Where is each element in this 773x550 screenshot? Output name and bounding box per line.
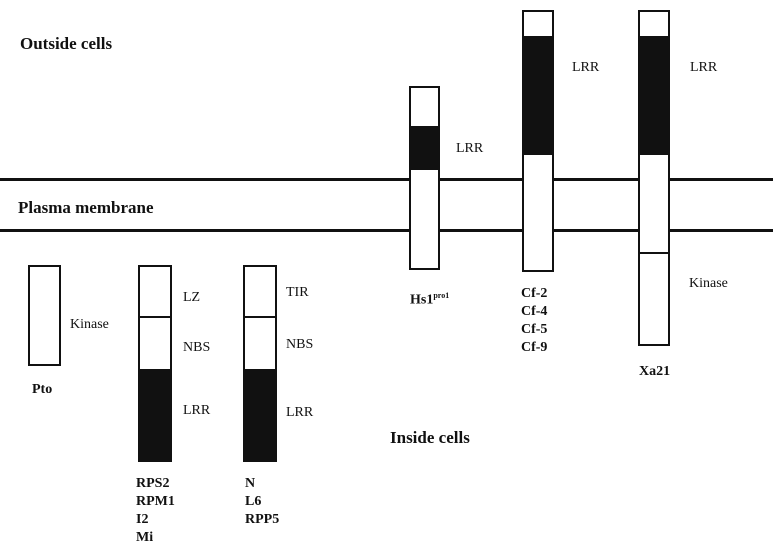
cf-protein-names: Cf-2 Cf-4 Cf-5 Cf-9	[521, 285, 547, 357]
rps2-protein-box	[138, 265, 172, 462]
hs1-name: Hs1pro1	[410, 287, 449, 310]
name-n: N	[245, 476, 256, 491]
name-mi: Mi	[136, 530, 154, 545]
cf-lrr-label: LRR	[572, 60, 600, 75]
rps2-lrr-label: LRR	[183, 403, 211, 418]
name-cf-4: Cf-4	[521, 304, 548, 319]
tir-nbs-divider	[245, 316, 275, 318]
plasma-membrane-label: Plasma membrane	[18, 198, 154, 217]
xa21-lrr-segment	[640, 36, 668, 155]
rps2-nbs-label: NBS	[183, 340, 211, 355]
name-l6: L6	[245, 494, 262, 509]
n-lrr-label: LRR	[286, 405, 314, 420]
n-protein-box	[243, 265, 277, 462]
n-protein-names: N L6 RPP5	[245, 475, 279, 529]
n-lrr-segment	[245, 369, 275, 460]
hs1-name-text: Hs1	[410, 292, 434, 308]
name-i2: I2	[136, 512, 149, 527]
n-tir-label: TIR	[286, 285, 309, 300]
hs1-superscript: pro1	[433, 291, 450, 300]
name-rps2: RPS2	[136, 476, 170, 491]
xa21-tm-kinase-divider	[640, 252, 668, 254]
name-cf-2: Cf-2	[521, 286, 548, 301]
lz-nbs-divider	[140, 316, 170, 318]
hs1-protein-box	[409, 86, 440, 270]
hs1-lrr-segment	[411, 126, 438, 170]
xa21-protein-box	[638, 10, 670, 346]
cf-lrr-segment	[524, 36, 552, 155]
cf-protein-box	[522, 10, 554, 272]
pto-kinase-box	[28, 265, 61, 366]
rps2-lz-label: LZ	[183, 290, 201, 305]
membrane-inner-line	[0, 229, 773, 232]
pto-kinase-label: Kinase	[70, 317, 109, 332]
name-rpp5: RPP5	[245, 512, 280, 527]
pto-name: Pto	[32, 382, 53, 397]
n-nbs-label: NBS	[286, 337, 314, 352]
xa21-kinase-label: Kinase	[689, 276, 728, 291]
xa21-lrr-label: LRR	[690, 60, 718, 75]
inside-cells-label: Inside cells	[390, 428, 470, 447]
name-rpm1: RPM1	[136, 494, 175, 509]
outside-cells-label: Outside cells	[20, 34, 113, 53]
name-cf-5: Cf-5	[521, 322, 548, 337]
hs1-lrr-label: LRR	[456, 141, 484, 156]
rps2-protein-names: RPS2 RPM1 I2 Mi	[136, 475, 175, 547]
xa21-name: Xa21	[639, 364, 671, 379]
rps2-lrr-segment	[140, 369, 170, 460]
membrane-outer-line	[0, 178, 773, 181]
name-cf-9: Cf-9	[521, 340, 548, 355]
